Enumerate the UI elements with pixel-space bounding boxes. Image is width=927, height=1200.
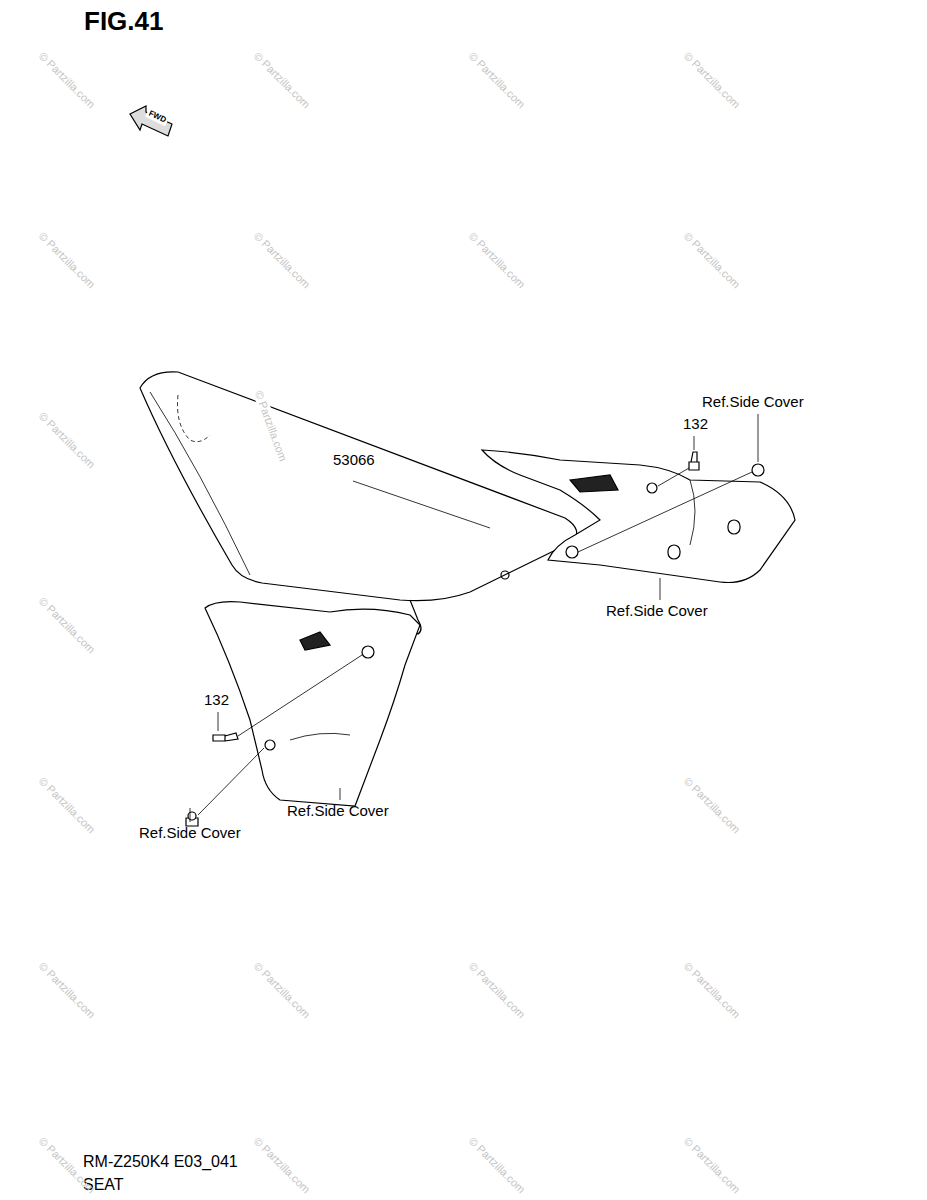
watermark: © Partzilla.com [467, 230, 528, 291]
part-number: 53066 [333, 452, 375, 469]
watermark: © Partzilla.com [467, 1135, 528, 1196]
watermark: © Partzilla.com [682, 50, 743, 111]
watermark: © Partzilla.com [37, 960, 98, 1021]
watermark: © Partzilla.com [37, 50, 98, 111]
watermark: © Partzilla.com [252, 50, 313, 111]
watermark: © Partzilla.com [37, 595, 98, 656]
figure-title: FIG.41 [84, 6, 163, 37]
reference-label: Ref.Side Cover [139, 825, 241, 842]
drawing-code: RM-Z250K4 E03_041 [83, 1153, 238, 1171]
watermark: © Partzilla.com [252, 230, 313, 291]
watermark: © Partzilla.com [252, 1135, 313, 1196]
watermark: © Partzilla.com [467, 50, 528, 111]
watermark: © Partzilla.com [37, 230, 98, 291]
watermark: © Partzilla.com [682, 230, 743, 291]
watermark: © Partzilla.com [682, 960, 743, 1021]
watermark: © Partzilla.com [682, 1135, 743, 1196]
reference-label: Ref.Side Cover [702, 394, 804, 411]
callout-number: 132 [683, 416, 708, 433]
watermark: © Partzilla.com [467, 960, 528, 1021]
reference-label: Ref.Side Cover [606, 603, 708, 620]
callout-number: 132 [204, 692, 229, 709]
reference-label: Ref.Side Cover [287, 803, 389, 820]
watermark: © Partzilla.com [37, 775, 98, 836]
watermark: © Partzilla.com [37, 410, 98, 471]
watermark: © Partzilla.com [252, 960, 313, 1021]
watermark: © Partzilla.com [682, 775, 743, 836]
